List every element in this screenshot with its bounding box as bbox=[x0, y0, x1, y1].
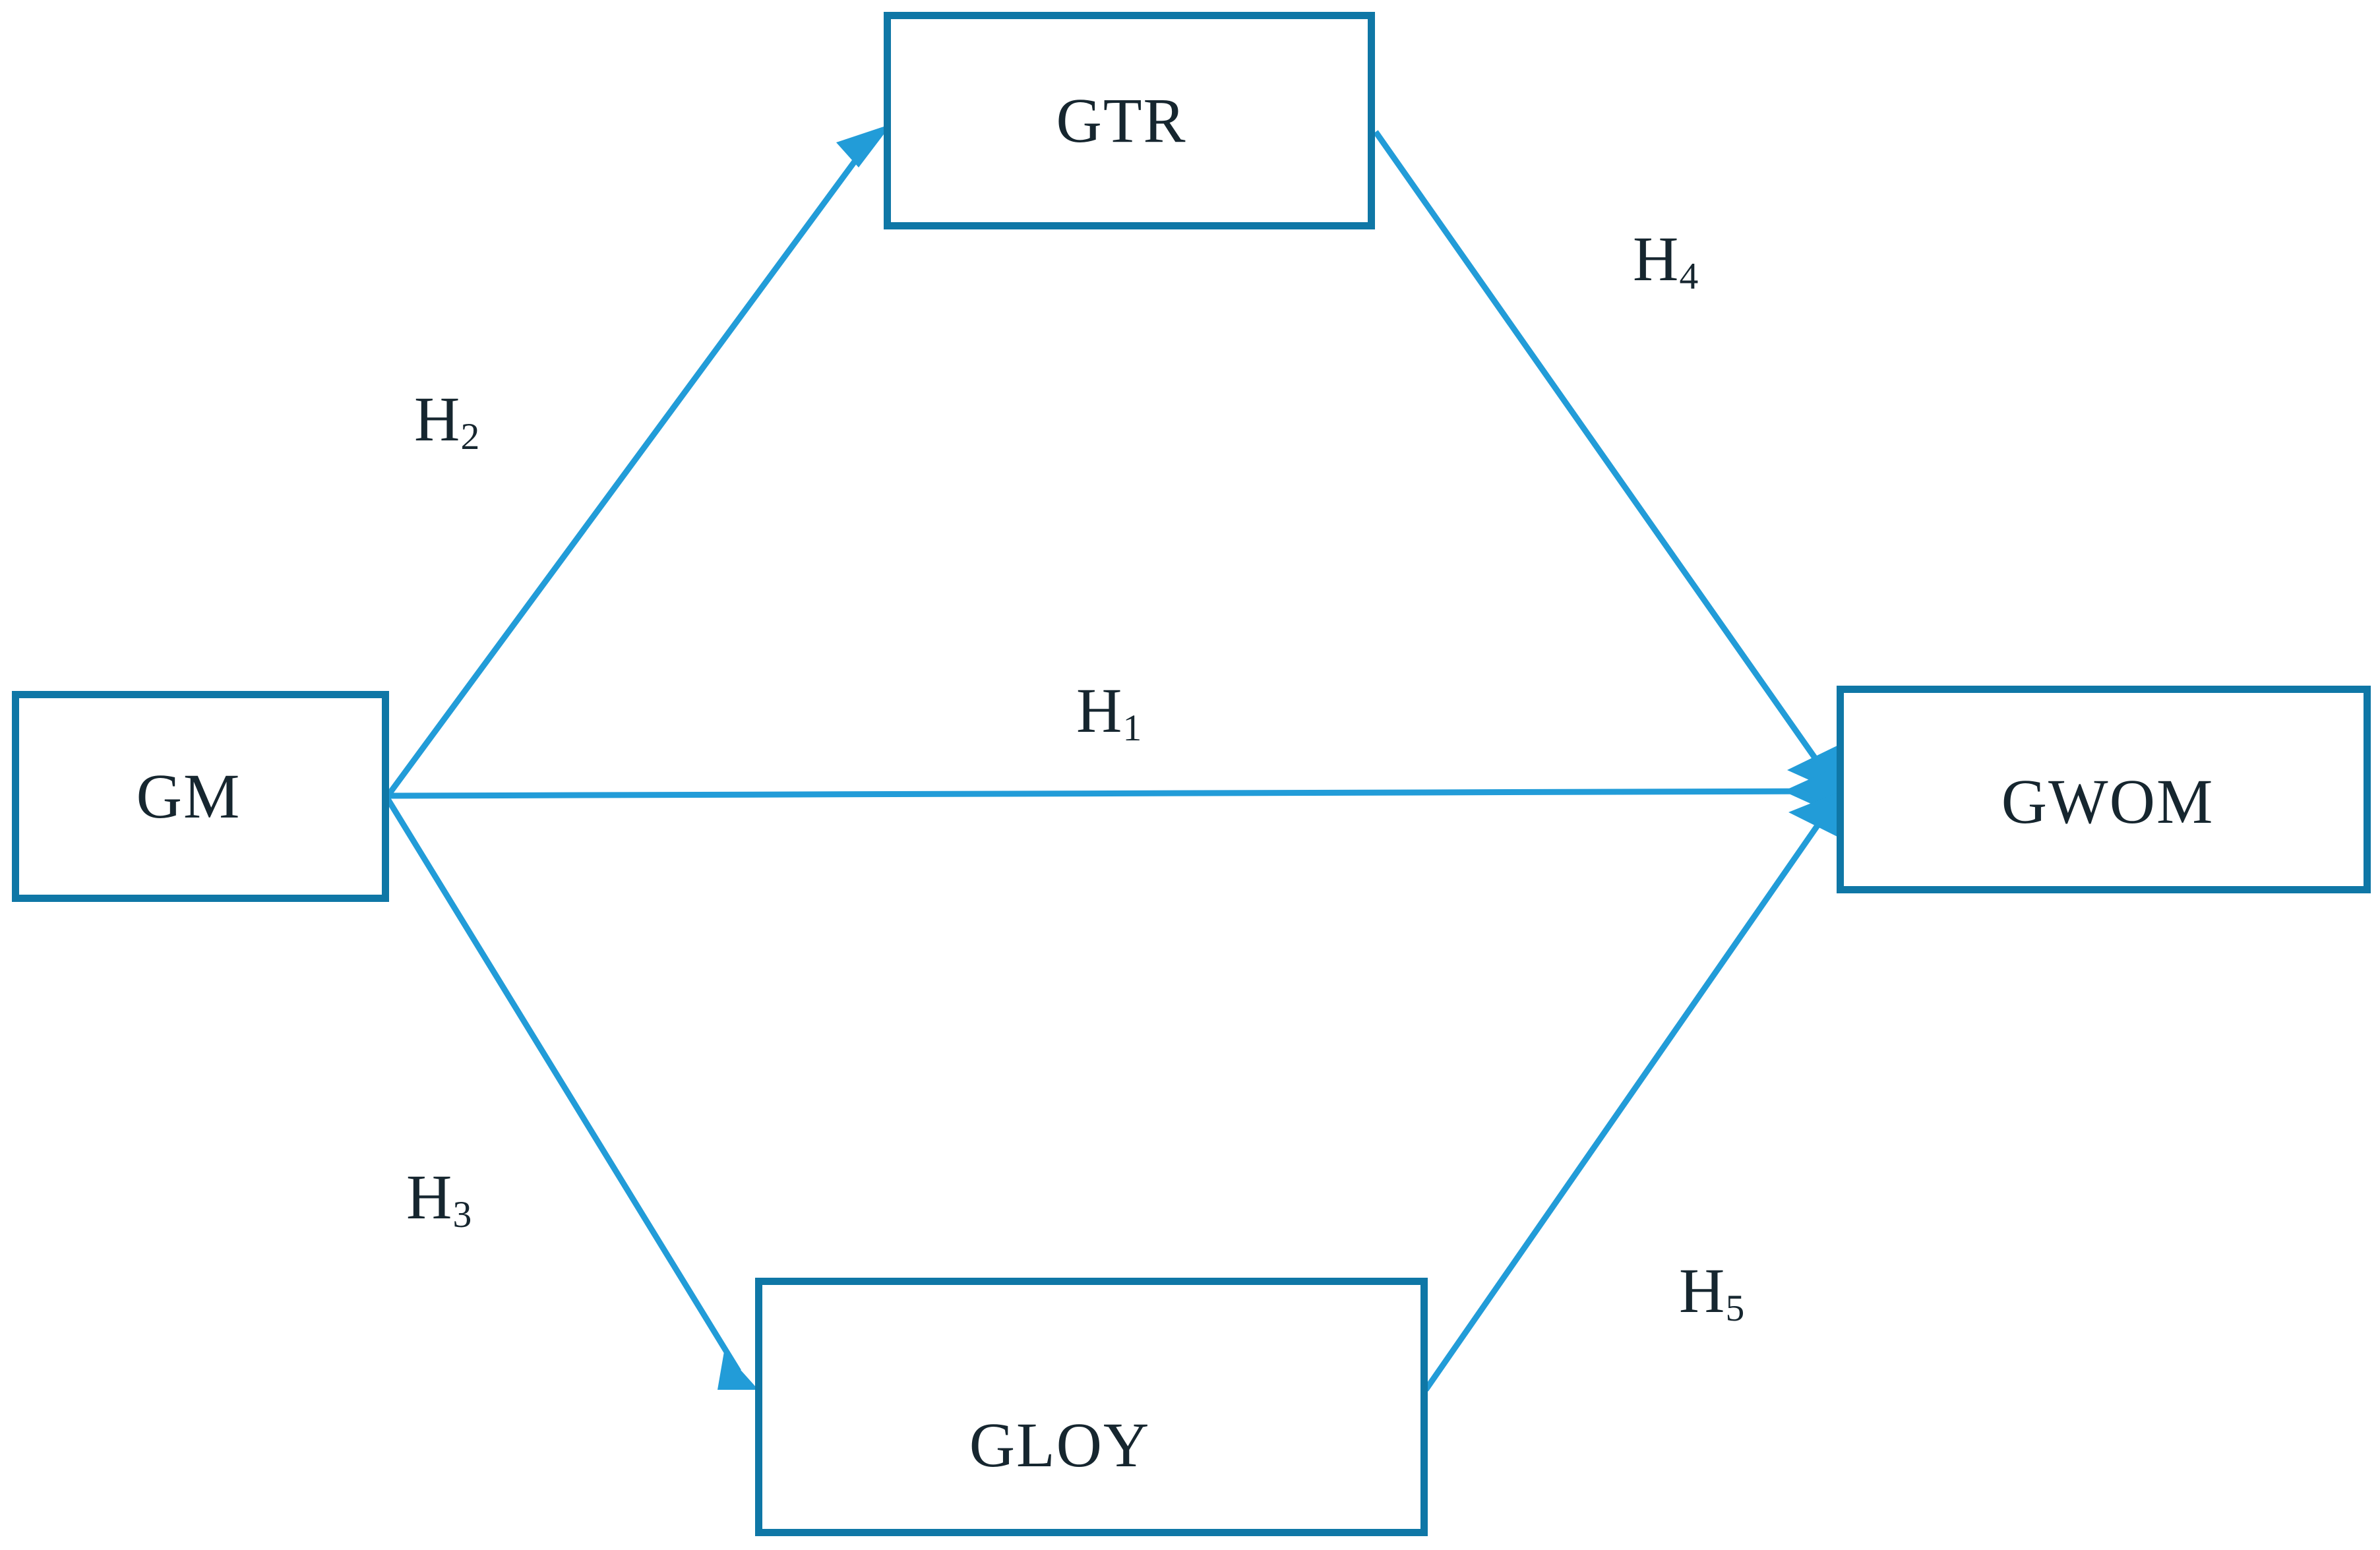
node-gloy[interactable]: GLOY bbox=[755, 1278, 1428, 1536]
edge-label-h4: H4 bbox=[1633, 224, 1698, 295]
edge-h3-line bbox=[385, 797, 741, 1373]
edge-label-h5-text: H bbox=[1679, 1255, 1725, 1326]
edge-h4-gtr-to-gwom bbox=[1373, 130, 1829, 777]
arrowheads-gwom-cluster bbox=[1783, 744, 1841, 839]
edge-h1-gm-to-gwom bbox=[387, 788, 1827, 799]
arrowhead-h2-icon bbox=[836, 124, 892, 167]
node-gtr-label: GTR bbox=[1056, 85, 1187, 156]
edge-label-h1-text: H bbox=[1076, 675, 1122, 746]
edge-h5-gloy-to-gwom bbox=[1423, 810, 1829, 1392]
edge-label-h1: H1 bbox=[1076, 679, 1142, 747]
edge-label-h2-subscript: 2 bbox=[460, 415, 480, 458]
edge-h2-line bbox=[385, 140, 872, 798]
edge-label-h3: H3 bbox=[406, 1166, 472, 1234]
edge-label-h3-text: H bbox=[406, 1162, 452, 1232]
node-gm[interactable]: GM bbox=[12, 691, 389, 902]
node-gwom-label: GWOM bbox=[2001, 765, 2214, 837]
edge-label-h4-subscript: 4 bbox=[1679, 255, 1699, 297]
node-gtr[interactable]: GTR bbox=[884, 12, 1375, 229]
node-gm-label: GM bbox=[136, 761, 241, 831]
node-gloy-label: GLOY bbox=[969, 1410, 1151, 1480]
node-gwom[interactable]: GWOM bbox=[1837, 686, 2371, 893]
edge-h2-gm-to-gtr bbox=[385, 124, 892, 798]
edge-h5-line bbox=[1423, 810, 1829, 1392]
edge-label-h4-text: H bbox=[1633, 224, 1679, 294]
edge-label-h2: H2 bbox=[414, 388, 479, 456]
edge-h1-line bbox=[387, 788, 1827, 799]
edge-label-h1-subscript: 1 bbox=[1122, 707, 1142, 749]
edge-label-h3-subscript: 3 bbox=[452, 1193, 472, 1236]
edge-label-h2-text: H bbox=[414, 384, 460, 454]
edge-h4-line bbox=[1373, 130, 1829, 777]
edge-h3-gm-to-gloy bbox=[385, 797, 758, 1390]
edge-label-h5-subscript: 5 bbox=[1725, 1287, 1745, 1329]
arrowhead-h3-icon bbox=[717, 1352, 758, 1390]
arrowhead-h5-icon bbox=[1788, 791, 1841, 839]
edge-label-h5: H5 bbox=[1679, 1259, 1744, 1327]
